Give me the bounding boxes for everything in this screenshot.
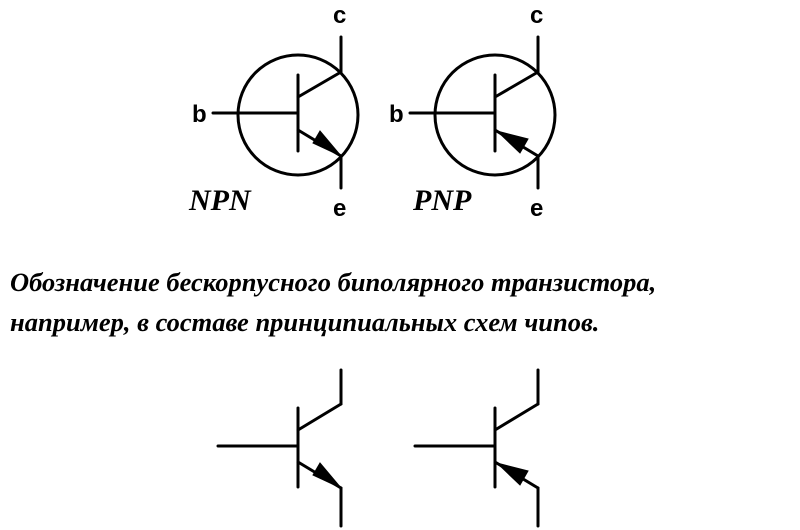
pnp-collector-label: c <box>530 2 543 29</box>
pnp-emitter-arrow <box>495 130 529 154</box>
caption-line-1: Обозначение бескорпусного биполярного тр… <box>10 267 657 297</box>
pnp-envelope-circle <box>433 53 557 177</box>
npn-emitter-label: e <box>333 195 346 222</box>
npn-envelope-circle <box>236 53 360 177</box>
pnp-bare-collector-diagonal <box>493 402 540 432</box>
npn-emitter-arrow <box>312 130 342 157</box>
npn-symbol-cased <box>211 35 360 190</box>
caption: Обозначение бескорпусного биполярного тр… <box>10 262 800 342</box>
npn-symbol-bare <box>216 368 343 528</box>
pnp-base-label: b <box>389 101 404 128</box>
caption-line-2: например, в составе принципиальных схем … <box>10 307 600 337</box>
npn-type-label: NPN <box>188 184 252 217</box>
npn-bare-emitter-arrow <box>312 462 342 489</box>
npn-collector-diagonal <box>296 70 343 99</box>
pnp-collector-diagonal <box>493 70 540 99</box>
pnp-symbol-bare <box>413 368 540 528</box>
pnp-type-label: PNP <box>412 184 472 217</box>
npn-collector-label: c <box>333 2 346 29</box>
npn-bare-collector-diagonal <box>296 402 343 432</box>
pnp-emitter-label: e <box>530 195 543 222</box>
pnp-bare-emitter-arrow <box>495 462 529 486</box>
npn-base-label: b <box>192 101 207 128</box>
pnp-symbol-cased <box>408 35 557 190</box>
